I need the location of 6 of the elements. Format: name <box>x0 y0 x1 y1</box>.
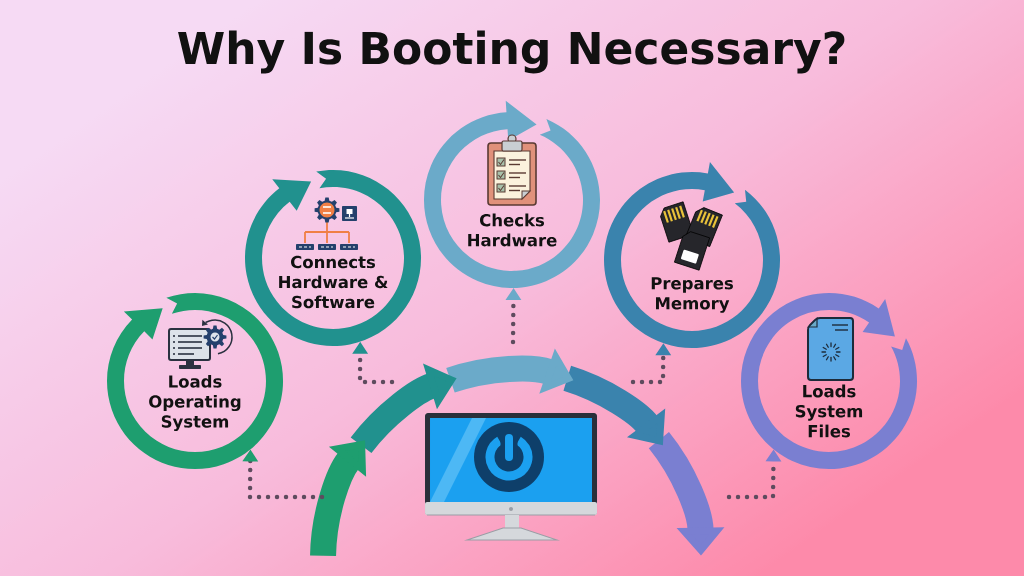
circle-label: Prepares Memory <box>651 277 733 313</box>
circle-label: Connects Hardware & Software <box>279 255 388 309</box>
title: Why Is Booting Necessary? <box>178 30 845 74</box>
circle-label: Checks Hardware <box>468 213 557 247</box>
circle-label: Loads Operating System <box>149 374 241 432</box>
circle-label: Loads System Files <box>795 384 863 438</box>
